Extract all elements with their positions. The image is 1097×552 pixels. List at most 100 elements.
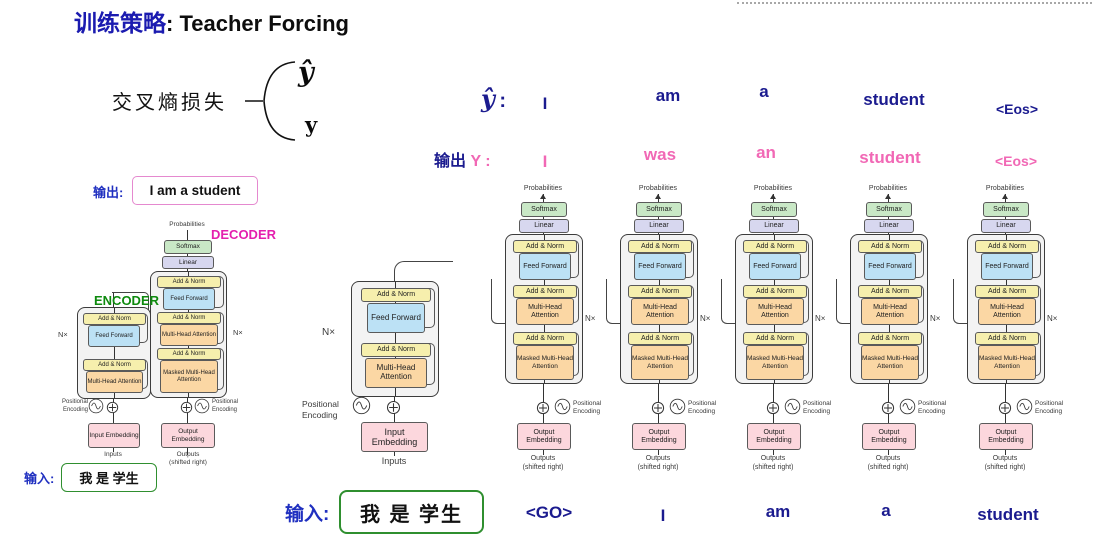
inputs-label: Inputs [104,451,122,458]
cross-attention-hook [836,279,851,324]
output-embedding-block: Output Embedding [979,423,1033,450]
feed-forward-block: Feed Forward [88,325,140,347]
encoder-container: Add & Norm Feed Forward Add & Norm Multi… [77,307,151,399]
outputs-line1: Outputs [760,455,786,462]
mini-decoder-column: Probabilities Softmax Linear Add & Norm … [598,183,718,488]
title-en: : Teacher Forcing [166,11,349,36]
add-norm-block: Add & Norm [157,348,221,360]
y-word: an [756,143,776,162]
add-norm-block: Add & Norm [157,312,221,324]
feed-forward-block: Feed Forward [519,253,571,280]
yhat-row-label: ŷ : [481,84,506,113]
positional-encoding-label: Positional Encoding [688,400,744,416]
linear-block: Linear [634,219,684,233]
feed-forward-block: Feed Forward [864,253,916,280]
linear-block: Linear [162,256,214,269]
pos-enc-line2: Encoding [1035,408,1063,416]
softmax-block: Softmax [866,202,912,217]
linear-block: Linear [981,219,1031,233]
nx-label: N× [233,328,243,337]
yhat-word: student [863,90,925,109]
loss-y-symbol: y [305,112,318,137]
sine-wave-icon [1016,398,1033,415]
sine-wave-icon [352,396,371,415]
masked-multi-head-attention-block: Masked Multi-Head Attention [160,360,218,393]
outputs-label: Outputs (shifted right) [151,451,225,467]
pos-enc-line2: Encoding [212,406,238,413]
decoder-container: Add & Norm Feed Forward Add & Norm Multi… [505,234,583,384]
sine-wave-icon [899,398,916,415]
title-zh: 训练策略 [74,10,166,36]
multi-head-attention-block: Multi-Head Attention [978,298,1036,325]
positional-encoding-label: Positional Encoding [50,399,88,414]
add-norm-block: Add & Norm [743,285,807,298]
outputs-line1: Outputs [992,455,1018,462]
positional-encoding-label: Positional Encoding [212,399,254,414]
cross-attention-hook [721,279,736,324]
positional-encoding-label: Positional Encoding [803,400,859,416]
sine-wave-icon [784,398,801,415]
softmax-block: Softmax [164,240,212,254]
nx-label: N× [815,314,826,323]
multi-head-attention-block: Multi-Head Attention [160,324,218,346]
softmax-block: Softmax [983,202,1029,217]
outputs-label: Outputs (shifted right) [828,455,948,473]
mini-decoder-column: Probabilities Softmax Linear Add & Norm … [483,183,603,488]
nx-label: N× [930,314,941,323]
add-norm-block: Add & Norm [513,285,577,298]
outputs-label: Outputs (shifted right) [598,455,718,473]
pos-enc-line1: Positional [212,399,239,405]
decoder-container: Add & Norm Feed Forward Add & Norm Multi… [620,234,698,384]
cross-attention-hook [606,279,621,324]
inputs-label: Inputs [381,456,407,466]
outputs-line1: Outputs [530,455,556,462]
outputs-line1: Outputs [176,451,200,458]
decoder-container: Add & Norm Feed Forward Add & Norm Multi… [735,234,813,384]
y-label-rest: Y : [470,153,491,170]
multi-head-attention-block: Multi-Head Attention [631,298,689,325]
probabilities-label: Probabilities [753,185,793,192]
softmax-block: Softmax [521,202,567,217]
line [113,308,115,398]
masked-multi-head-attention-block: Masked Multi-Head Attention [631,345,689,380]
encoder-label: ENCODER [94,293,160,308]
outputs-line1: Outputs [645,455,671,462]
dotted-divider [737,2,1092,4]
left-input-box: 我 是 学生 [61,463,157,492]
softmax-block: Softmax [751,202,797,217]
feed-forward-block: Feed Forward [634,253,686,280]
outputs-line2: (shifted right) [984,463,1026,471]
nx-label: N× [1047,314,1058,323]
decoder-input-word: student [977,505,1039,524]
add-icon [651,401,665,415]
loss-label: 交叉熵损失 [112,90,227,114]
arrow-up-icon [769,194,776,199]
pos-enc-line2: Encoding [62,406,88,413]
left-output-box: I am a student [132,176,258,205]
output-embedding-block: Output Embedding [161,423,215,448]
outputs-label: Outputs (shifted right) [713,455,833,473]
y-word: was [643,145,677,164]
output-embedding-block: Output Embedding [632,423,686,450]
yhat-word: a [759,82,769,101]
decoder-container: Add & Norm Feed Forward Add & Norm Multi… [850,234,928,384]
outputs-line2: (shifted right) [867,463,909,471]
add-icon [536,401,550,415]
probabilities-label: Probabilities [985,185,1025,192]
y-row-label: 输出 Y : [434,147,491,171]
y-label-zh: 输出 [434,153,467,170]
pos-enc-line1: Positional [688,400,717,407]
pos-enc-line1: Positional [918,400,947,407]
positional-encoding-label: Positional Encoding [1035,400,1091,416]
add-norm-block: Add & Norm [83,359,146,371]
y-word: I [542,152,548,171]
add-icon [766,401,780,415]
decoder-input-word: a [881,501,891,520]
masked-multi-head-attention-block: Masked Multi-Head Attention [746,345,804,380]
add-norm-block: Add & Norm [628,285,692,298]
pos-enc-line2: Encoding [918,408,946,416]
arrow-up-icon [884,194,891,199]
output-embedding-block: Output Embedding [517,423,571,450]
mini-decoder-column: Probabilities Softmax Linear Add & Norm … [945,183,1065,488]
multi-head-attention-block: Multi-Head Attention [861,298,919,325]
